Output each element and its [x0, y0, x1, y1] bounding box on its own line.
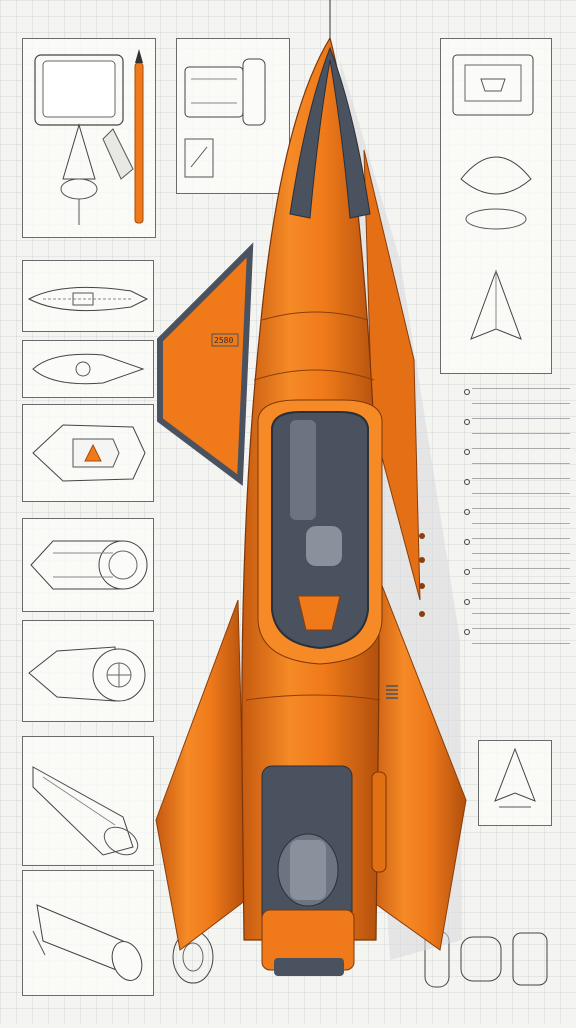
note-item	[464, 418, 570, 434]
detail-panel-views-right	[440, 38, 552, 374]
callout-notes-list	[464, 388, 570, 658]
note-item	[464, 478, 570, 494]
note-item	[464, 448, 570, 464]
note-item	[464, 568, 570, 584]
detail-panel-fuselage	[22, 260, 154, 332]
spaceship-illustration: 2580	[155, 0, 467, 976]
note-item	[464, 628, 570, 644]
detail-panel-cockpit-pod	[22, 38, 156, 238]
note-item	[464, 538, 570, 554]
detail-panel-lander	[478, 740, 552, 826]
detail-panel-engine-module	[176, 38, 290, 194]
note-item	[464, 388, 570, 404]
detail-panel-cockpit-top	[22, 404, 154, 502]
detail-panel-thruster	[22, 736, 154, 866]
spaceship-main-view: 2580	[150, 0, 470, 1024]
detail-panel-nose-section	[22, 340, 154, 398]
detail-panel-drill-nose	[22, 870, 154, 996]
detail-panel-engine-1	[22, 518, 154, 612]
note-item	[464, 598, 570, 614]
hull-marking: 2580	[214, 336, 233, 345]
detail-panel-engine-2	[22, 620, 154, 722]
note-item	[464, 508, 570, 524]
cockpit-pod-sketch	[34, 49, 144, 225]
